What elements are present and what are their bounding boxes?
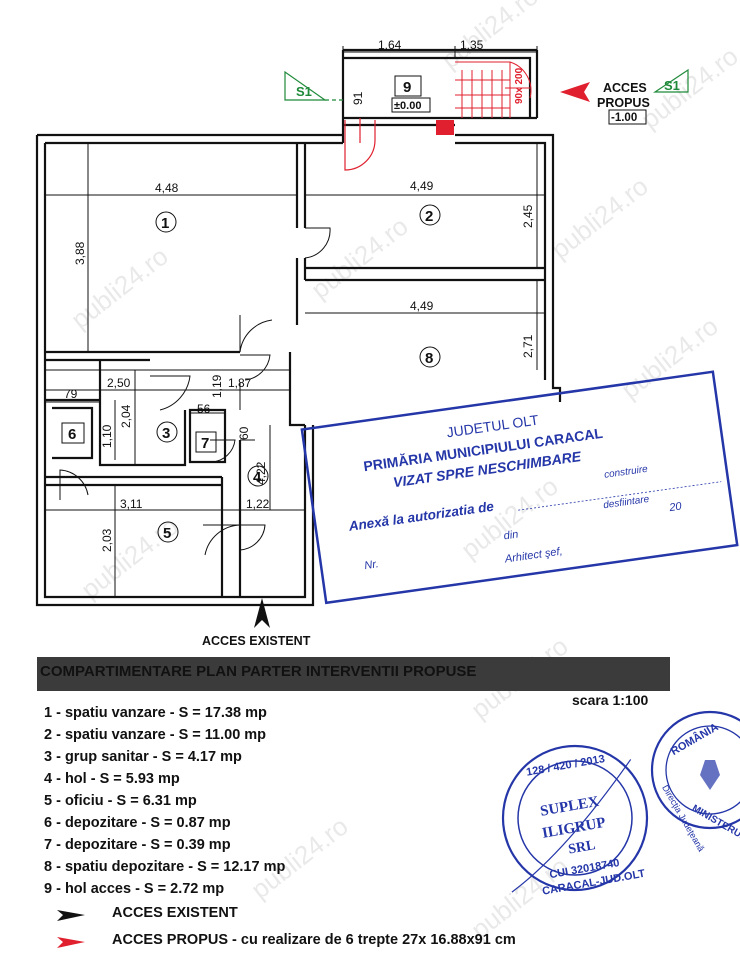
ministry-stamp: ROMÂNIA Direcţia Judeţeană MINISTERUL — [650, 710, 740, 853]
dim-label: 1,22 — [246, 497, 270, 511]
black-arrow-icon — [57, 910, 85, 921]
dim-label: 1,10 — [100, 424, 114, 448]
company-stamp-name: SRL — [567, 838, 596, 858]
legend-item: 3 - grup sanitar - S = 4.17 mp — [44, 749, 242, 765]
legend-item: 6 - depozitare - S = 0.87 mp — [44, 815, 231, 831]
dim-label: 4,49 — [410, 179, 434, 193]
stamp-line: construire — [603, 464, 648, 481]
dim-label: 1,64 — [378, 38, 402, 52]
red-arrow-icon — [57, 937, 85, 948]
watermark: publi24.ro — [435, 0, 543, 75]
dim-label: 2,50 — [107, 376, 131, 390]
room-number: 7 — [201, 435, 209, 452]
legend-item: 9 - hol acces - S = 2.72 mp — [44, 881, 225, 897]
dim-label: 60 — [237, 426, 251, 440]
dim-label: 4,22 — [254, 461, 268, 485]
room-number: 9 — [403, 79, 411, 96]
legend-item: 7 - depozitare - S = 0.39 mp — [44, 837, 231, 853]
acces-propus-label: ACCES — [603, 81, 647, 95]
dim-label: 3,88 — [73, 241, 87, 265]
room-markers: 1 2 3 4 5 6 7 8 9 ±0.00 90x 200 — [61, 67, 525, 543]
section-label-right: S1 — [664, 78, 680, 93]
ministry-stamp-side: Direcţia Judeţeană — [660, 783, 706, 853]
title-bar — [37, 657, 670, 691]
company-stamp-name: ILIGRUP — [541, 815, 607, 842]
acces-propus-label-2: PROPUS — [597, 96, 650, 110]
approval-stamp: JUDETUL OLT PRIMĂRIA MUNICIPIULUI CARACA… — [300, 370, 739, 605]
arrow-legend-existent: ACCES EXISTENT — [112, 905, 238, 921]
proposed-stairs — [344, 61, 532, 171]
company-stamp-name: SUPLEX — [539, 794, 600, 820]
dim-label: 1,19 — [210, 374, 224, 398]
legend-item: 1 - spatiu vanzare - S = 17.38 mp — [44, 705, 267, 721]
stamp-line: din — [503, 528, 519, 542]
watermark: publi24.ro — [615, 311, 723, 405]
dim-label: 2,04 — [119, 404, 133, 428]
acces-propus-level: -1.00 — [611, 112, 637, 124]
room-number: 3 — [162, 425, 170, 442]
dim-label: 1,35 — [460, 38, 484, 52]
stamp-line: 20 — [668, 500, 684, 514]
level-zero-label: ±0.00 — [394, 100, 421, 112]
arrow-legend-propus: ACCES PROPUS - cu realizare de 6 trepte … — [112, 932, 516, 948]
legend-item: 8 - spatiu depozitare - S = 12.17 mp — [44, 859, 286, 875]
dim-label: 4,49 — [410, 299, 434, 313]
section-markers: S1 S1 — [284, 68, 689, 101]
stamp-line: Nr. — [364, 558, 380, 572]
room-number: 2 — [425, 208, 433, 225]
dimension-lines — [45, 46, 545, 597]
room-legend: 1 - spatiu vanzare - S = 17.38 mp 2 - sp… — [44, 702, 285, 900]
legend-item: 5 - oficiu - S = 6.31 mp — [44, 793, 197, 809]
dim-label: 91 — [351, 91, 365, 105]
acces-propus-marker: ACCES PROPUS -1.00 — [560, 81, 650, 125]
legend-item: 4 - hol - S = 5.93 mp — [44, 771, 180, 787]
room-number: 6 — [68, 426, 76, 443]
dim-label: 2,45 — [521, 204, 535, 228]
dim-label: 79 — [64, 387, 78, 401]
watermark: publi24.ro — [305, 211, 413, 305]
plan-title: COMPARTIMENTARE PLAN PARTER INTERVENTII … — [40, 663, 477, 680]
ministry-stamp-top: ROMÂNIA — [668, 720, 720, 758]
legend-item: 2 - spatiu vanzare - S = 11.00 mp — [44, 727, 267, 743]
acces-existent-marker: ACCES EXISTENT — [202, 598, 311, 648]
acces-existent-label: ACCES EXISTENT — [202, 634, 311, 648]
room-number: 4 — [253, 469, 262, 486]
dimension-labels: 1,64 1,35 91 4,48 3,88 4,49 2,45 4,49 2,… — [64, 38, 535, 552]
section-label-left: S1 — [296, 84, 312, 99]
room-number: 8 — [425, 350, 433, 367]
dim-label: 1,87 — [228, 376, 252, 390]
dim-label: 3,11 — [120, 497, 143, 511]
room-number: 1 — [161, 215, 169, 232]
scale-label: scara 1:100 — [572, 692, 649, 708]
stamp-line: desfiintare — [603, 494, 651, 511]
room-number: 5 — [163, 525, 171, 542]
company-stamp: 128 / 420 / 2013 SUPLEX ILIGRUP SRL CUI … — [501, 744, 649, 898]
dim-label: 2,71 — [521, 334, 535, 358]
watermark: publi24.ro — [545, 171, 653, 265]
arrow-legend-icons — [57, 910, 85, 948]
stamp-line: Arhitect şef, — [503, 545, 563, 565]
dim-label: 56 — [197, 402, 211, 416]
dim-label: 2,03 — [100, 528, 114, 552]
stair-size-label: 90x 200 — [514, 67, 525, 104]
door-swings — [59, 227, 331, 556]
dim-label: 4,48 — [155, 181, 179, 195]
